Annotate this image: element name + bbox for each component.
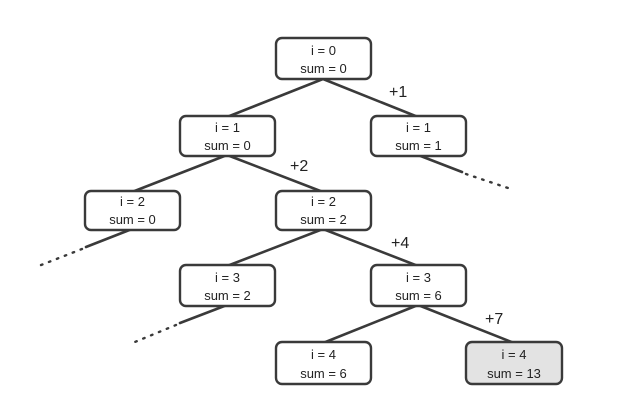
increment-label: +4 (391, 235, 409, 252)
tree-node-i2-right: i = 2 sum = 2 (274, 189, 373, 232)
node-i-label: i = 1 (215, 120, 240, 135)
increment-label: +2 (290, 158, 308, 175)
edge-n2b-n3a (225, 227, 325, 268)
continuation-dots-n2a (34, 247, 84, 269)
tree-node-i3-left: i = 3 sum = 2 (178, 263, 277, 308)
continuation-edge-n1b (416, 153, 464, 174)
continuation-dots-n1b (464, 172, 516, 192)
continuation-dots-n3a (128, 323, 178, 346)
node-sum-label: sum = 0 (300, 61, 347, 76)
node-i-label: i = 4 (311, 347, 336, 362)
edge-n2b-n3b (321, 227, 420, 268)
node-sum-label: sum = 2 (300, 212, 347, 227)
node-i-label: i = 2 (120, 194, 145, 209)
node-i-label: i = 0 (311, 43, 336, 58)
tree-node-i0: i = 0 sum = 0 (274, 36, 373, 81)
node-sum-label: sum = 0 (109, 212, 156, 227)
tree-node-i2-left: i = 2 sum = 0 (83, 189, 182, 232)
continuation-edge-n3a (178, 303, 229, 325)
node-i-label: i = 2 (311, 194, 336, 209)
continuation-edge-n2a (84, 227, 134, 249)
tree-node-i1-left: i = 1 sum = 0 (178, 114, 277, 158)
tree-node-i4-right-highlighted: i = 4 sum = 13 (464, 340, 564, 386)
increment-label: +1 (389, 84, 407, 101)
tree-node-i1-right: i = 1 sum = 1 (369, 114, 468, 158)
node-sum-label: sum = 13 (487, 366, 541, 381)
edge-n3b-n4b (416, 303, 516, 345)
node-i-label: i = 3 (406, 270, 431, 285)
node-i-label: i = 3 (215, 270, 240, 285)
node-sum-label: sum = 1 (395, 138, 442, 153)
edge-n1a-n2b (225, 153, 325, 194)
tree-node-i3-right: i = 3 sum = 6 (369, 263, 468, 308)
tree-node-i4-left: i = 4 sum = 6 (274, 340, 373, 386)
node-i-label: i = 4 (502, 347, 527, 362)
node-sum-label: sum = 6 (395, 288, 442, 303)
node-sum-label: sum = 6 (300, 366, 347, 381)
increment-label: +7 (485, 311, 503, 328)
node-sum-label: sum = 0 (204, 138, 251, 153)
edge-n0-n1a (225, 77, 325, 119)
node-i-label: i = 1 (406, 120, 431, 135)
edge-n0-n1b (321, 77, 420, 119)
node-sum-label: sum = 2 (204, 288, 251, 303)
edge-n3b-n4a (321, 303, 420, 345)
edge-n1a-n2a (130, 153, 229, 194)
